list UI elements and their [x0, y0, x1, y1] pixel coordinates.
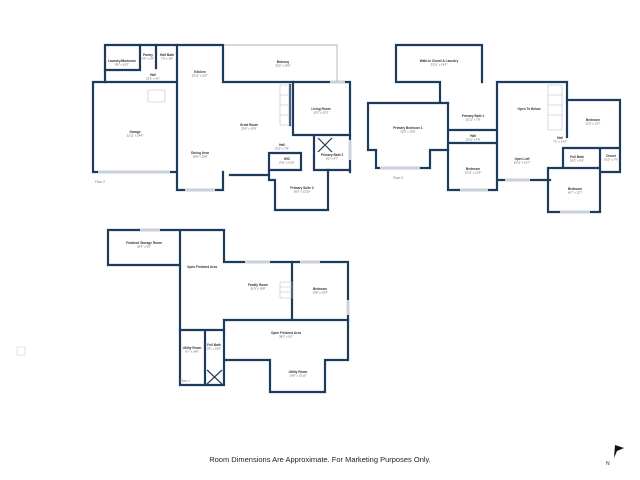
room-name: Bedroom: [586, 118, 600, 122]
room-dimensions: 32'2" x 10'9": [275, 64, 290, 68]
room-name: Laundry/Mudroom: [108, 59, 136, 63]
room-dimensions: 31'9" x 18'8": [250, 287, 265, 291]
room-name: Primary Bedroom 1: [393, 126, 423, 130]
room-dimensions: 13'3" x 13'3": [313, 111, 328, 115]
room-name: Open To Below: [518, 107, 541, 111]
placeholder-image-icon: [16, 346, 26, 356]
floor-1-plan: [106, 228, 350, 394]
floor-2-plan: [91, 43, 352, 212]
room-name: Bedroom: [568, 187, 582, 191]
room-name: Full Bath: [570, 155, 584, 159]
room-name: Primary Bath 2: [321, 153, 344, 157]
room-dimensions: 10'3" x 5'9": [570, 159, 584, 163]
room-name: Dining Area: [191, 151, 209, 155]
room-name: Closet: [606, 154, 617, 158]
room-name: Hall: [279, 143, 285, 147]
room-name: Great Room: [240, 123, 258, 127]
room-dimensions: 20'4" x 9'0": [137, 245, 151, 249]
room-name: Hall: [557, 136, 563, 140]
room-dimensions: 22'5" x 15'8": [400, 130, 415, 134]
room-dimensions: 5'6" x 10'8": [207, 347, 221, 351]
room-name: Open Loft: [514, 157, 530, 161]
disclaimer-footer: Room Dimensions Are Approximate. For Mar…: [209, 455, 431, 464]
room-name: Living Room: [311, 107, 330, 111]
room-name: Balcony: [277, 60, 290, 64]
room-name: Bedroom: [466, 167, 480, 171]
room-name: Family Room: [248, 283, 268, 287]
floor-3-plan: [366, 43, 622, 214]
room-dimensions: 13'8" x 13'4": [312, 291, 327, 295]
room-name: Walk-In Closet & Laundry: [420, 59, 459, 63]
room-dimensions: 16'0" x 12'10": [294, 190, 311, 194]
room-name: Primary Bath 1: [462, 114, 485, 118]
room-name: Bedroom: [313, 287, 327, 291]
room-dimensions: 12'11" x 7'8": [465, 118, 480, 122]
floor-label: Floor 2: [95, 180, 105, 184]
room-name: WIC: [284, 157, 291, 161]
room-dimensions: 20'0" x 15'9": [241, 127, 256, 131]
room-dimensions: 8'2" x 9'7": [326, 157, 338, 161]
room-name: Full Bath: [207, 343, 221, 347]
room-dimensions: 16'8" x 10'10": [290, 374, 307, 378]
room-name: Open Finished Area: [187, 265, 217, 269]
room-dimensions: 12'11" x 12'9": [465, 171, 482, 175]
floor-label: Floor 1: [180, 379, 190, 383]
floor-label: Floor 3: [393, 176, 403, 180]
room-dimensions: 7'0" x 3'8": [161, 57, 173, 61]
room-dimensions: 5'10" x 7'9": [604, 158, 618, 162]
compass-label: N: [606, 461, 610, 467]
room-dimensions: 19'11" x 13'7": [514, 161, 531, 165]
room-dimensions: 12'9" x 13'7": [585, 122, 600, 126]
room-dimensions: 13'11" x 4'8": [465, 138, 480, 142]
room-dimensions: 6'7" x 14'8": [185, 350, 199, 354]
room-name: Utility Room: [183, 346, 202, 350]
room-name: Hall: [150, 73, 156, 77]
room-name: Primary Suite 2: [290, 186, 313, 190]
room-dimensions: 38'5" x 9'2": [279, 335, 293, 339]
room-name: Pantry: [143, 53, 153, 57]
room-dimensions: 8'11" x 6'10": [279, 161, 294, 165]
room-name: Finished Storage Room: [126, 241, 162, 245]
room-dimensions: 13'0" x 4'2": [146, 77, 160, 81]
room-name: Open Finished Area: [271, 331, 301, 335]
room-dimensions: 18'8" x 20'8": [192, 155, 207, 159]
room-dimensions: 7'2" x 14'3": [553, 140, 567, 144]
room-dimensions: 5'10" x 7'8": [275, 147, 289, 151]
room-name: Utility Room: [289, 370, 308, 374]
compass-icon: N: [606, 445, 624, 467]
room-dimensions: 12'11" x 20'7": [192, 74, 209, 78]
room-dimensions: 14'7" x 12'7": [567, 191, 582, 195]
room-dimensions: 23'11" x 14'5": [431, 63, 448, 67]
room-name: Garage: [130, 130, 141, 134]
room-dimensions: 8'9" x 10'2": [115, 63, 129, 67]
room-name: Kitchen: [194, 70, 206, 74]
room-name: Half Bath: [160, 53, 174, 57]
room-name: Hall: [470, 134, 476, 138]
room-dimensions: 22'11" x 24'9": [127, 134, 144, 138]
room-dimensions: 3'9" x 5'8": [142, 57, 154, 61]
